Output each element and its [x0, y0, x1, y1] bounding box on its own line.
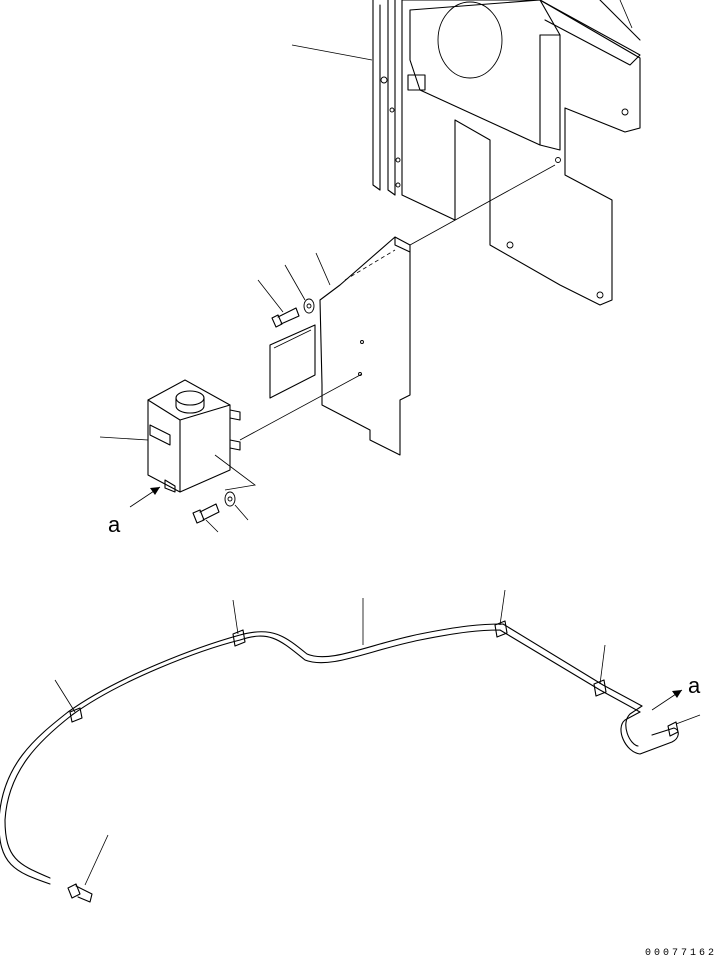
bolt-lower: [192, 491, 249, 533]
mounting-bracket: [239, 164, 556, 456]
callout-label-upper: a: [108, 512, 121, 537]
drawing-code: 00077162: [645, 948, 717, 959]
washer-hose: [0, 589, 701, 903]
callout-label-lower: a: [688, 673, 701, 698]
washer-tank: [99, 379, 256, 493]
callout-arrow-upper: [129, 486, 161, 508]
frame-panel: [291, 0, 641, 306]
bolt-upper: [257, 279, 315, 328]
callout-arrow-lower: [651, 689, 683, 711]
